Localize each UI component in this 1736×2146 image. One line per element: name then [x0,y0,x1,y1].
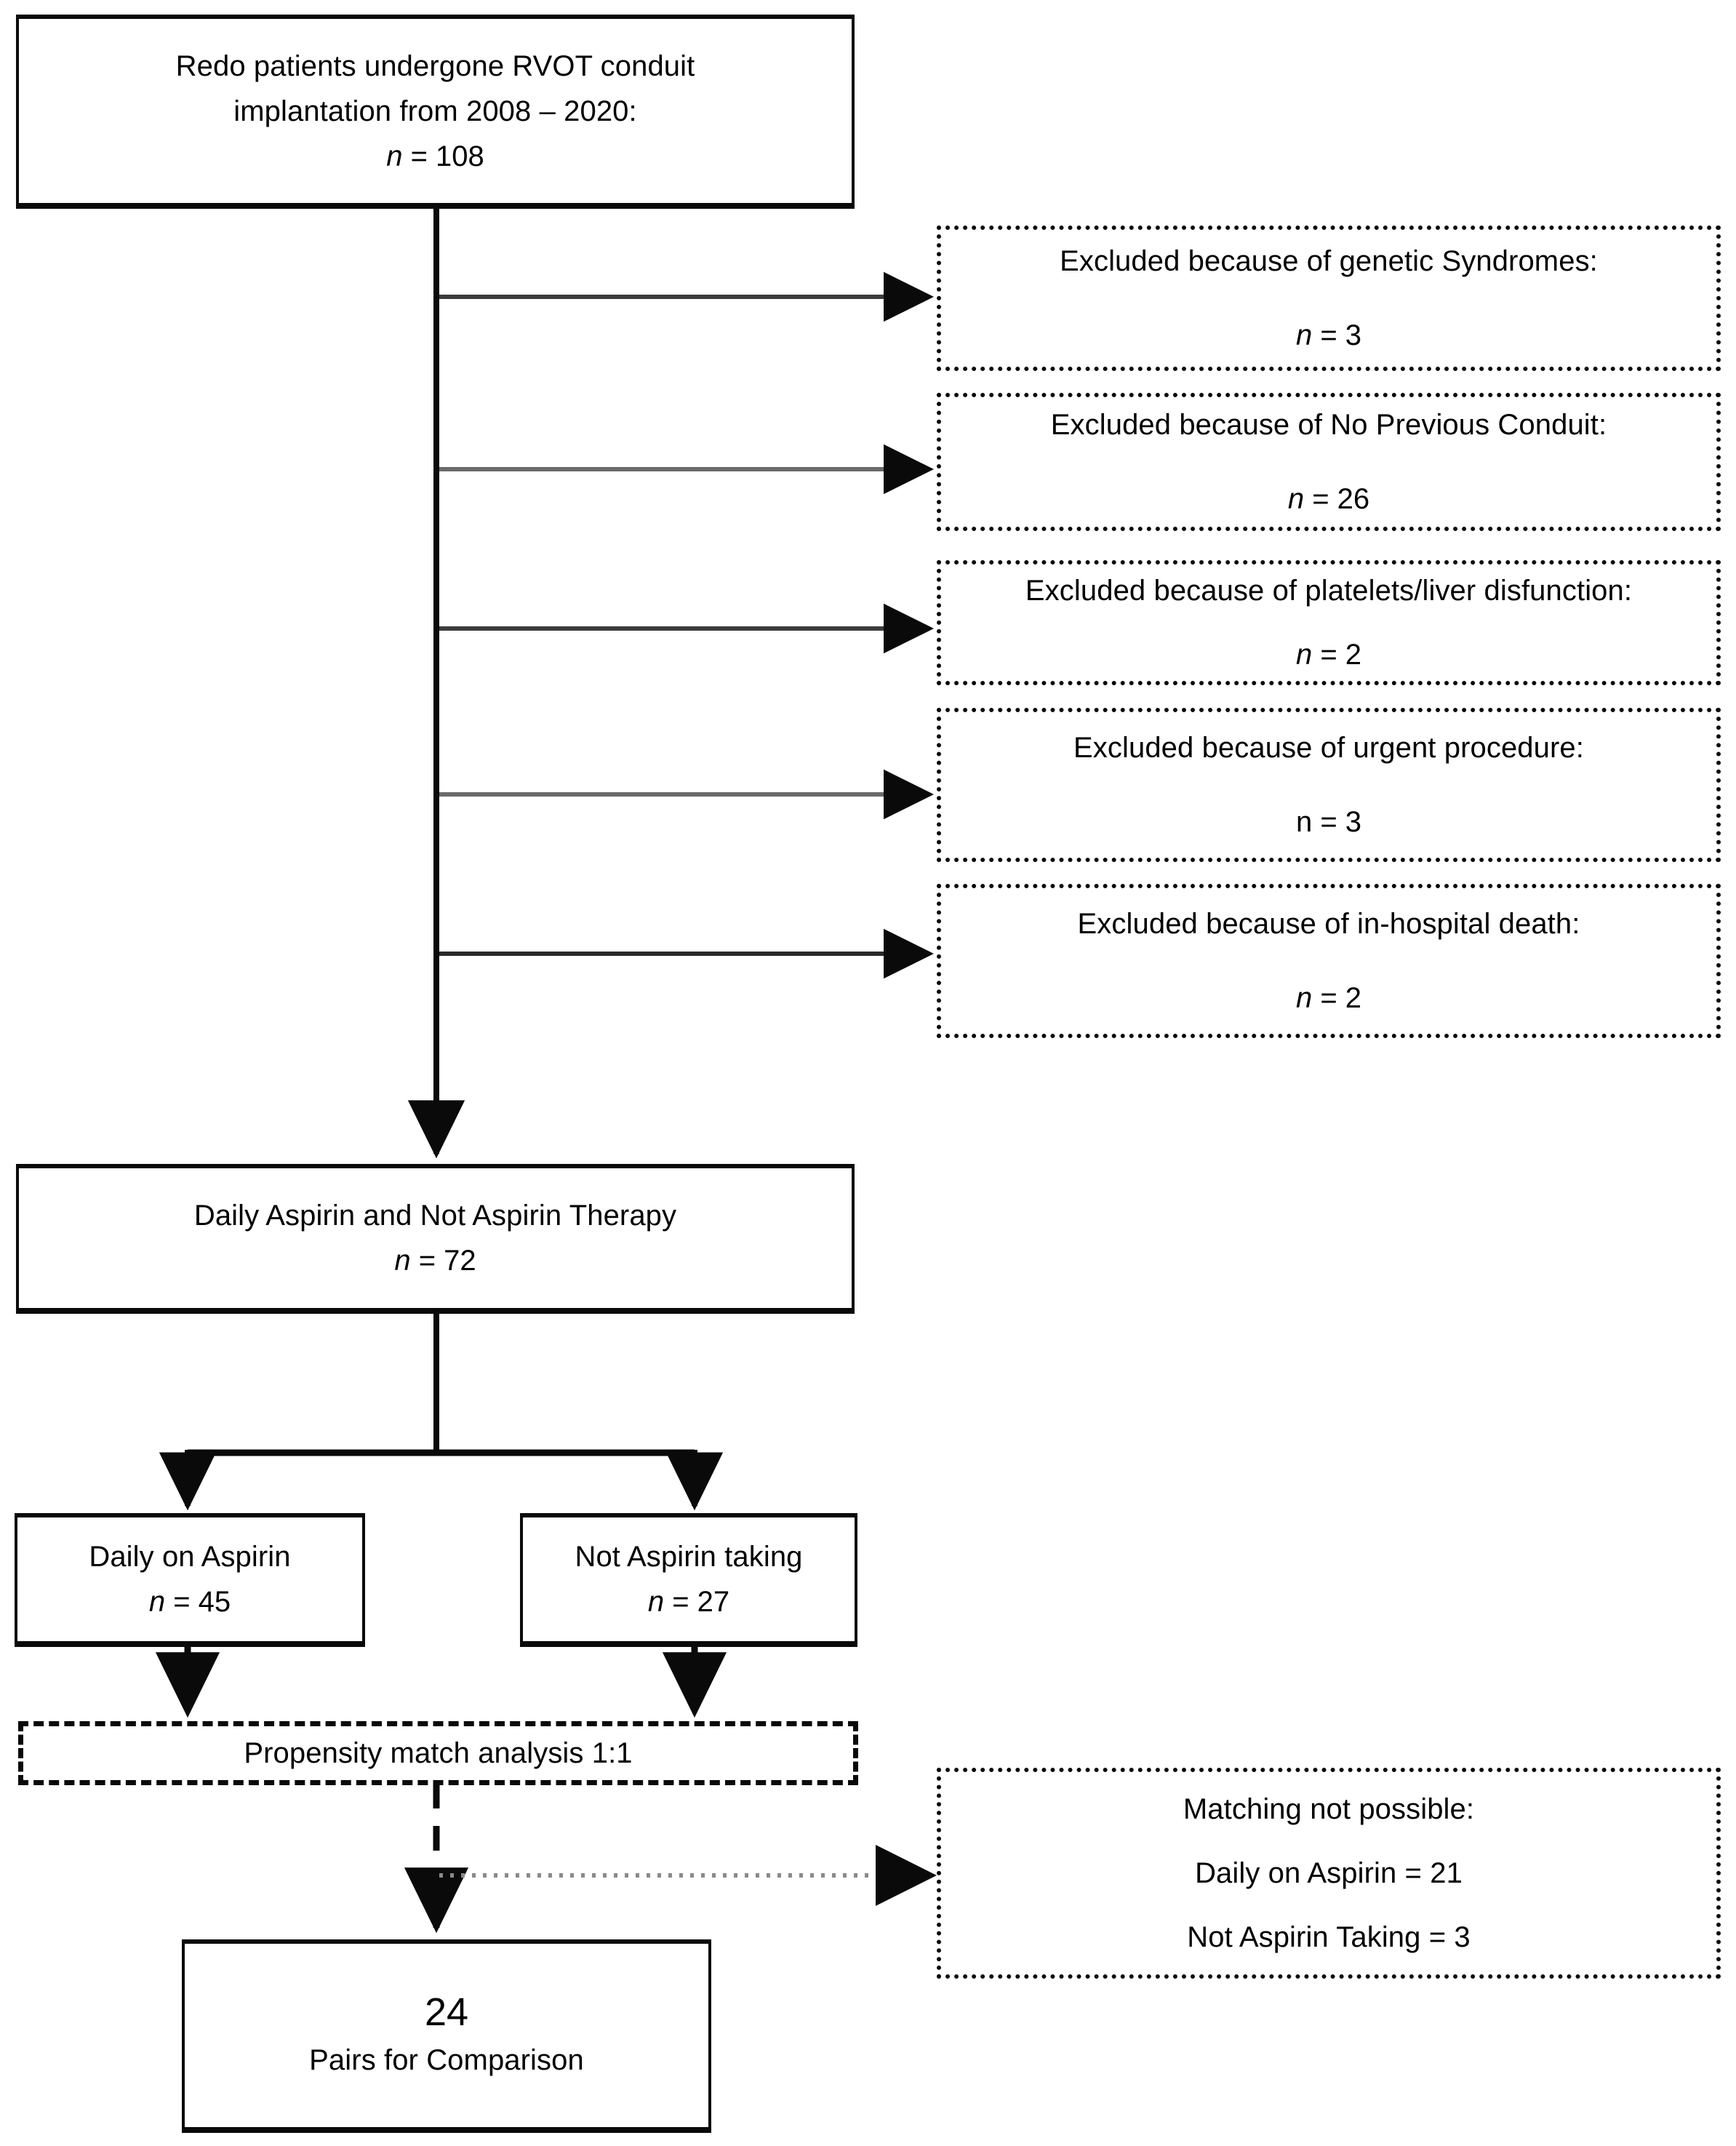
node-arm-daily-aspirin: Daily on Aspirin n = 45 [15,1515,365,1644]
node-exclusion-urgent-procedure: Excluded because of urgent procedure: n … [937,708,1721,862]
matching-not-possible-title: Matching not possible: [1183,1793,1475,1825]
exclusion-count: n = 3 [1296,799,1361,845]
exclusion-count: n = 26 [1288,476,1369,522]
n-equals: = [1312,806,1345,838]
matching-not-possible-aspirin: Daily on Aspirin = 21 [1195,1857,1463,1889]
exclusion-reason: Excluded because of platelets/liver disf… [1025,575,1633,607]
n-symbol: n [1287,483,1305,515]
n-equals: = [165,1586,199,1618]
node-propensity-match: Propensity match analysis 1:1 [18,1721,858,1785]
source-cohort-line2: implantation from 2008 – 2020: [233,95,637,127]
node-exclusion-platelets-liver: Excluded because of platelets/liver disf… [937,560,1721,685]
node-exclusion-no-previous-conduit: Excluded because of No Previous Conduit:… [937,393,1721,531]
arm-no-aspirin-line1: Not Aspirin taking [575,1541,803,1573]
matching-not-possible-no-aspirin: Not Aspirin Taking = 3 [1187,1921,1471,1953]
n-symbol: n [1295,806,1313,838]
eligible-cohort-count: n = 72 [394,1238,476,1283]
exclusion-reason: Excluded because of No Previous Conduit: [1050,409,1607,441]
exclusion-count: n = 3 [1296,313,1361,358]
n-equals: = [402,140,436,172]
exclusion-reason: Excluded because of urgent procedure: [1073,732,1584,764]
arm-no-aspirin-count: n = 27 [648,1579,729,1624]
eligible-cohort-line1: Daily Aspirin and Not Aspirin Therapy [193,1200,677,1232]
n-value: 108 [436,140,484,172]
split-connector [159,1314,724,1511]
n-symbol: n [148,1586,166,1618]
arm-aspirin-line1: Daily on Aspirin [89,1541,291,1573]
final-pairs-label: Pairs for Comparison [309,2043,584,2076]
node-eligible-cohort: Daily Aspirin and Not Aspirin Therapy n … [16,1165,855,1311]
n-value: 2 [1345,982,1362,1014]
n-value: 3 [1345,319,1362,351]
n-value: 26 [1337,483,1370,515]
n-symbol: n [1295,639,1313,671]
exclusion-count: n = 2 [1296,976,1361,1021]
source-cohort-count: n = 108 [386,134,484,179]
n-equals: = [1312,639,1345,671]
n-symbol: n [647,1586,665,1618]
n-value: 27 [697,1586,730,1618]
n-value: 45 [198,1586,231,1618]
propensity-match-label: Propensity match analysis 1:1 [244,1737,633,1769]
n-equals: = [1304,483,1337,515]
source-cohort-line1: Redo patients undergone RVOT conduit [175,49,695,82]
node-matching-not-possible: Matching not possible: Daily on Aspirin … [937,1768,1721,1979]
node-exclusion-in-hospital-death: Excluded because of in-hospital death: n… [937,884,1721,1038]
n-symbol: n [1295,982,1313,1014]
node-arm-not-aspirin: Not Aspirin taking n = 27 [520,1515,857,1644]
n-symbol: n [386,140,403,172]
node-source-cohort: Redo patients undergone RVOT conduit imp… [16,16,855,206]
n-value: 72 [444,1245,476,1277]
n-equals: = [410,1245,444,1277]
arm-aspirin-count: n = 45 [149,1579,231,1624]
final-pairs-count: 24 [424,1990,469,2035]
n-symbol: n [1295,319,1313,351]
exclusion-reason: Excluded because of in-hospital death: [1077,908,1580,940]
node-exclusion-genetic-syndromes: Excluded because of genetic Syndromes: n… [937,226,1721,371]
exclusion-count: n = 2 [1296,632,1361,677]
n-value: 3 [1345,806,1362,838]
node-final-pairs: 24 Pairs for Comparison [182,1941,711,2130]
exclusion-reason: Excluded because of genetic Syndromes: [1060,245,1598,277]
n-symbol: n [394,1245,411,1277]
n-equals: = [1312,982,1345,1014]
n-equals: = [664,1586,697,1618]
n-value: 2 [1345,639,1362,671]
n-equals: = [1312,319,1345,351]
